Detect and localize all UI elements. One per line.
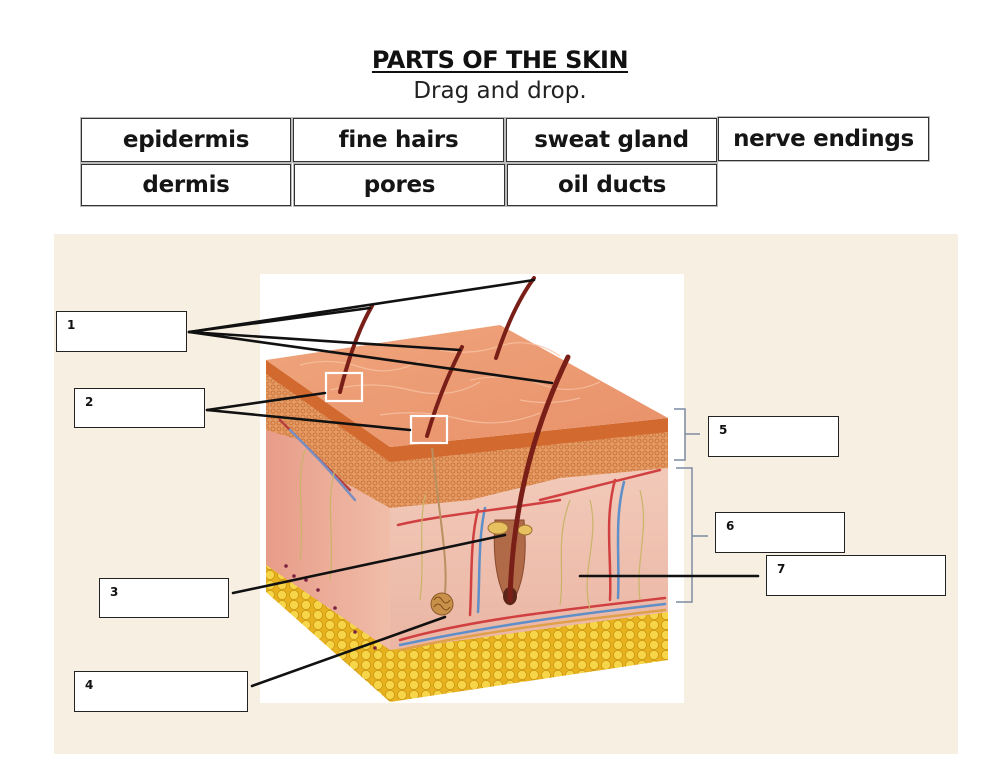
leader-lines: [187, 278, 760, 688]
drop-zone-number: 1: [67, 318, 76, 332]
draggable-word-nerve-endings[interactable]: nerve endings: [717, 116, 930, 162]
drop-zone-number: 6: [726, 519, 735, 533]
drop-zone-number: 2: [85, 395, 94, 409]
skin-block: [266, 276, 668, 702]
drop-zone-5[interactable]: 5: [708, 416, 839, 457]
drop-zone-3[interactable]: 3: [99, 578, 229, 618]
page-title: PARTS OF THE SKIN: [371, 46, 629, 74]
pore-highlight-1: [324, 371, 364, 403]
drop-zone-1[interactable]: 1: [56, 311, 187, 352]
drop-zone-number: 3: [110, 585, 119, 599]
draggable-word-oil-ducts[interactable]: oil ducts: [506, 163, 718, 207]
draggable-word-epidermis[interactable]: epidermis: [80, 117, 292, 163]
drop-zone-2[interactable]: 2: [74, 388, 205, 428]
draggable-word-sweat-gland[interactable]: sweat gland: [505, 117, 718, 163]
drop-zone-4[interactable]: 4: [74, 671, 248, 712]
drop-zone-number: 4: [85, 678, 94, 692]
layer-brackets: [674, 408, 708, 603]
draggable-word-fine-hairs[interactable]: fine hairs: [292, 117, 505, 163]
draggable-word-dermis[interactable]: dermis: [80, 163, 292, 207]
drop-zone-6[interactable]: 6: [715, 512, 845, 553]
page-instructions: Drag and drop.: [413, 78, 587, 104]
drop-zone-7[interactable]: 7: [766, 555, 946, 596]
draggable-word-pores[interactable]: pores: [293, 163, 506, 207]
drop-zone-number: 5: [719, 423, 728, 437]
drop-zone-number: 7: [777, 562, 786, 576]
